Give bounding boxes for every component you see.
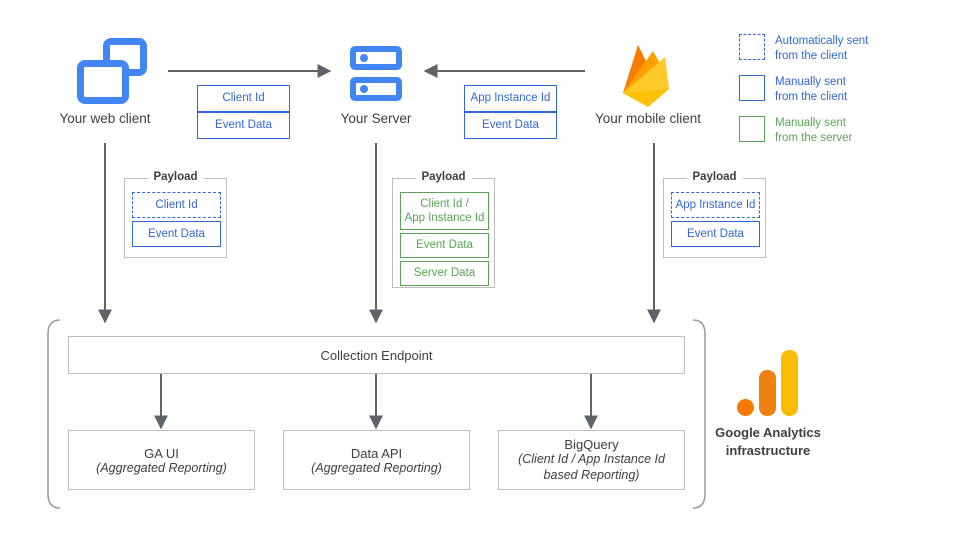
mobile-client-label: Your mobile client	[594, 111, 702, 126]
legend-swatch-dashed-blue	[739, 34, 765, 60]
transit-box-event-data: Event Data	[197, 112, 290, 139]
transit-box-event-data-mobile: Event Data	[464, 112, 557, 139]
output-ga-ui-title: GA UI	[144, 445, 179, 461]
bracket-left	[47, 319, 61, 509]
web-client-label: Your web client	[59, 111, 151, 126]
output-box-bigquery: BigQuery (Client Id / App Instance Id ba…	[498, 430, 685, 490]
payload-server-item-event-data: Event Data	[400, 233, 489, 258]
server-icon	[350, 46, 402, 101]
legend-item-manual-client: Manually sent from the client	[739, 75, 847, 105]
legend-item-automatic-client: Automatically sent from the client	[739, 34, 868, 64]
output-data-api-title: Data API	[350, 445, 403, 461]
output-bigquery-title: BigQuery	[564, 436, 619, 452]
payload-server-item-ids: Client Id / App Instance Id	[400, 192, 489, 230]
payload-mobile-item-app-instance-id: App Instance Id	[671, 192, 760, 218]
payload-mobile-item-event-data: Event Data	[671, 221, 760, 247]
payload-server-title: Payload	[415, 171, 472, 183]
bracket-right	[692, 319, 706, 509]
google-analytics-logo	[737, 350, 798, 416]
legend-label-automatic-client: Automatically sent from the client	[775, 35, 869, 62]
windows-icon	[77, 38, 154, 110]
output-ga-ui-sub: (Aggregated Reporting)	[96, 460, 227, 475]
collection-endpoint-box: Collection Endpoint	[68, 336, 685, 374]
output-data-api-sub: (Aggregated Reporting)	[311, 460, 442, 475]
output-box-ga-ui: GA UI (Aggregated Reporting)	[68, 430, 255, 490]
payload-mobile-title: Payload	[686, 171, 743, 183]
server-label: Your Server	[340, 111, 412, 126]
legend-swatch-solid-blue	[739, 75, 765, 101]
payload-mobile: Payload App Instance Id Event Data	[663, 171, 766, 258]
firebase-icon	[617, 37, 679, 109]
legend: Automatically sent from the client Manua…	[739, 34, 954, 154]
transit-box-app-instance-id: App Instance Id	[464, 85, 557, 112]
collection-endpoint-label: Collection Endpoint	[320, 347, 433, 363]
legend-swatch-solid-green	[739, 116, 765, 142]
transit-box-client-id: Client Id	[197, 85, 290, 112]
legend-label-manual-client: Manually sent from the client	[775, 76, 848, 103]
payload-web: Payload Client Id Event Data	[124, 171, 227, 258]
legend-label-manual-server: Manually sent from the server	[775, 117, 853, 144]
google-analytics-caption: Google Analytics infrastructure	[715, 425, 821, 458]
payload-server-item-server-data: Server Data	[400, 261, 489, 286]
payload-web-item-event-data: Event Data	[132, 221, 221, 247]
payload-web-title: Payload	[147, 171, 204, 183]
payload-server: Payload Client Id / App Instance Id Even…	[392, 171, 495, 288]
output-box-data-api: Data API (Aggregated Reporting)	[283, 430, 470, 490]
legend-item-manual-server: Manually sent from the server	[739, 116, 852, 146]
payload-web-item-client-id: Client Id	[132, 192, 221, 218]
output-bigquery-sub: (Client Id / App Instance Id based Repor…	[518, 451, 665, 482]
